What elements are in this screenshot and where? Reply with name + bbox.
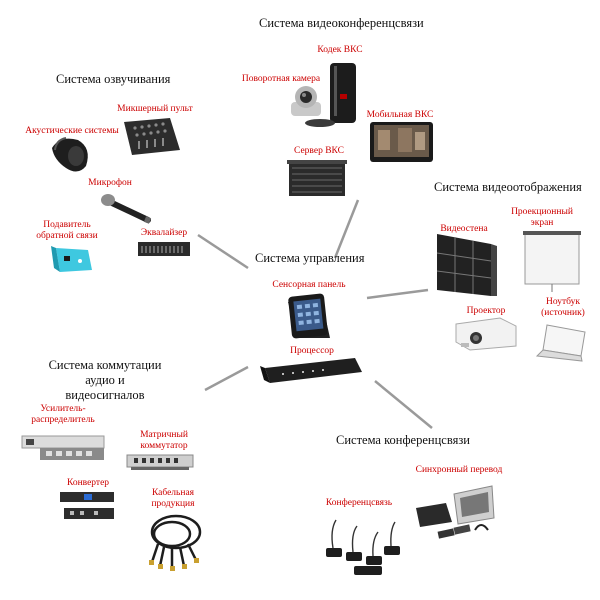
connector-conference: [374, 380, 433, 429]
label-converter: Конвертер: [66, 478, 110, 488]
codec-icon: [330, 63, 356, 123]
title-vks: Система видеоконференцсвязи: [259, 16, 424, 30]
label-mixer: Микшерный пульт: [117, 104, 193, 114]
equalizer-icon: [138, 242, 190, 256]
matrix-switcher-icon: [126, 454, 194, 470]
label-projection-screen: Проекционный экран: [511, 207, 573, 228]
label-distribution-amplifier: Усилитель-распределитель: [31, 404, 95, 425]
label-vks-server: Сервер ВКС: [294, 146, 344, 156]
label-interpretation: Синхронный перевод: [415, 465, 503, 475]
label-microphone: Микрофон: [88, 178, 132, 188]
title-switching-text: Система коммутации аудио и видеосигналов: [48, 358, 162, 402]
label-cable: Кабельная продукция: [151, 488, 195, 509]
projection-screen-icon: [523, 231, 581, 292]
mixer-icon: [124, 118, 180, 155]
label-conference: Конференцсвязь: [325, 498, 393, 508]
connector-vks: [333, 199, 360, 259]
label-speakers: Акустические системы: [25, 126, 119, 136]
title-control: Система управления: [255, 251, 365, 265]
conference-microphones-icon: [326, 519, 400, 575]
title-conference: Система конференцсвязи: [336, 433, 470, 447]
mobile-vks-icon: [370, 122, 433, 162]
speaker-icon: [52, 137, 88, 172]
microphone-icon: [101, 194, 152, 224]
label-equalizer: Эквалайзер: [140, 228, 188, 238]
label-ptz-camera: Поворотная камера: [241, 74, 321, 84]
distribution-amplifier-icon: [21, 435, 105, 460]
title-switching: Система коммутации аудио и видеосигналов: [45, 358, 165, 403]
label-laptop: Ноутбук (источник): [541, 297, 585, 318]
label-projector: Проектор: [466, 306, 506, 316]
title-sound: Система озвучивания: [56, 72, 171, 86]
processor-icon: [260, 358, 362, 383]
label-processor: Процессор: [290, 346, 334, 356]
label-touch-panel: Сенсорная панель: [272, 280, 346, 290]
vks-server-icon: [287, 160, 347, 196]
ptz-camera-icon: [291, 86, 335, 127]
connector-switching: [204, 365, 249, 392]
cable-icon: [150, 514, 202, 568]
label-codec: Кодек ВКС: [317, 45, 363, 55]
label-feedback-suppressor: Подавитель обратной связи: [36, 220, 98, 241]
laptop-icon: [535, 324, 586, 362]
interpretation-system-icon: [416, 485, 495, 539]
label-video-wall: Видеостена: [440, 224, 488, 234]
label-matrix-switcher: Матричный коммутатор: [140, 430, 188, 451]
cable-connectors-icon: [149, 558, 199, 571]
label-mobile-vks: Мобильная ВКС: [366, 110, 434, 120]
converter-icon: [60, 492, 114, 519]
projector-icon: [455, 317, 517, 351]
video-wall-icon: [436, 234, 497, 296]
title-display: Система видеоотображения: [434, 180, 582, 194]
feedback-suppressor-icon: [51, 246, 92, 272]
touch-panel-icon: [288, 293, 330, 339]
connector-sound: [197, 233, 249, 270]
connector-display: [366, 288, 429, 300]
